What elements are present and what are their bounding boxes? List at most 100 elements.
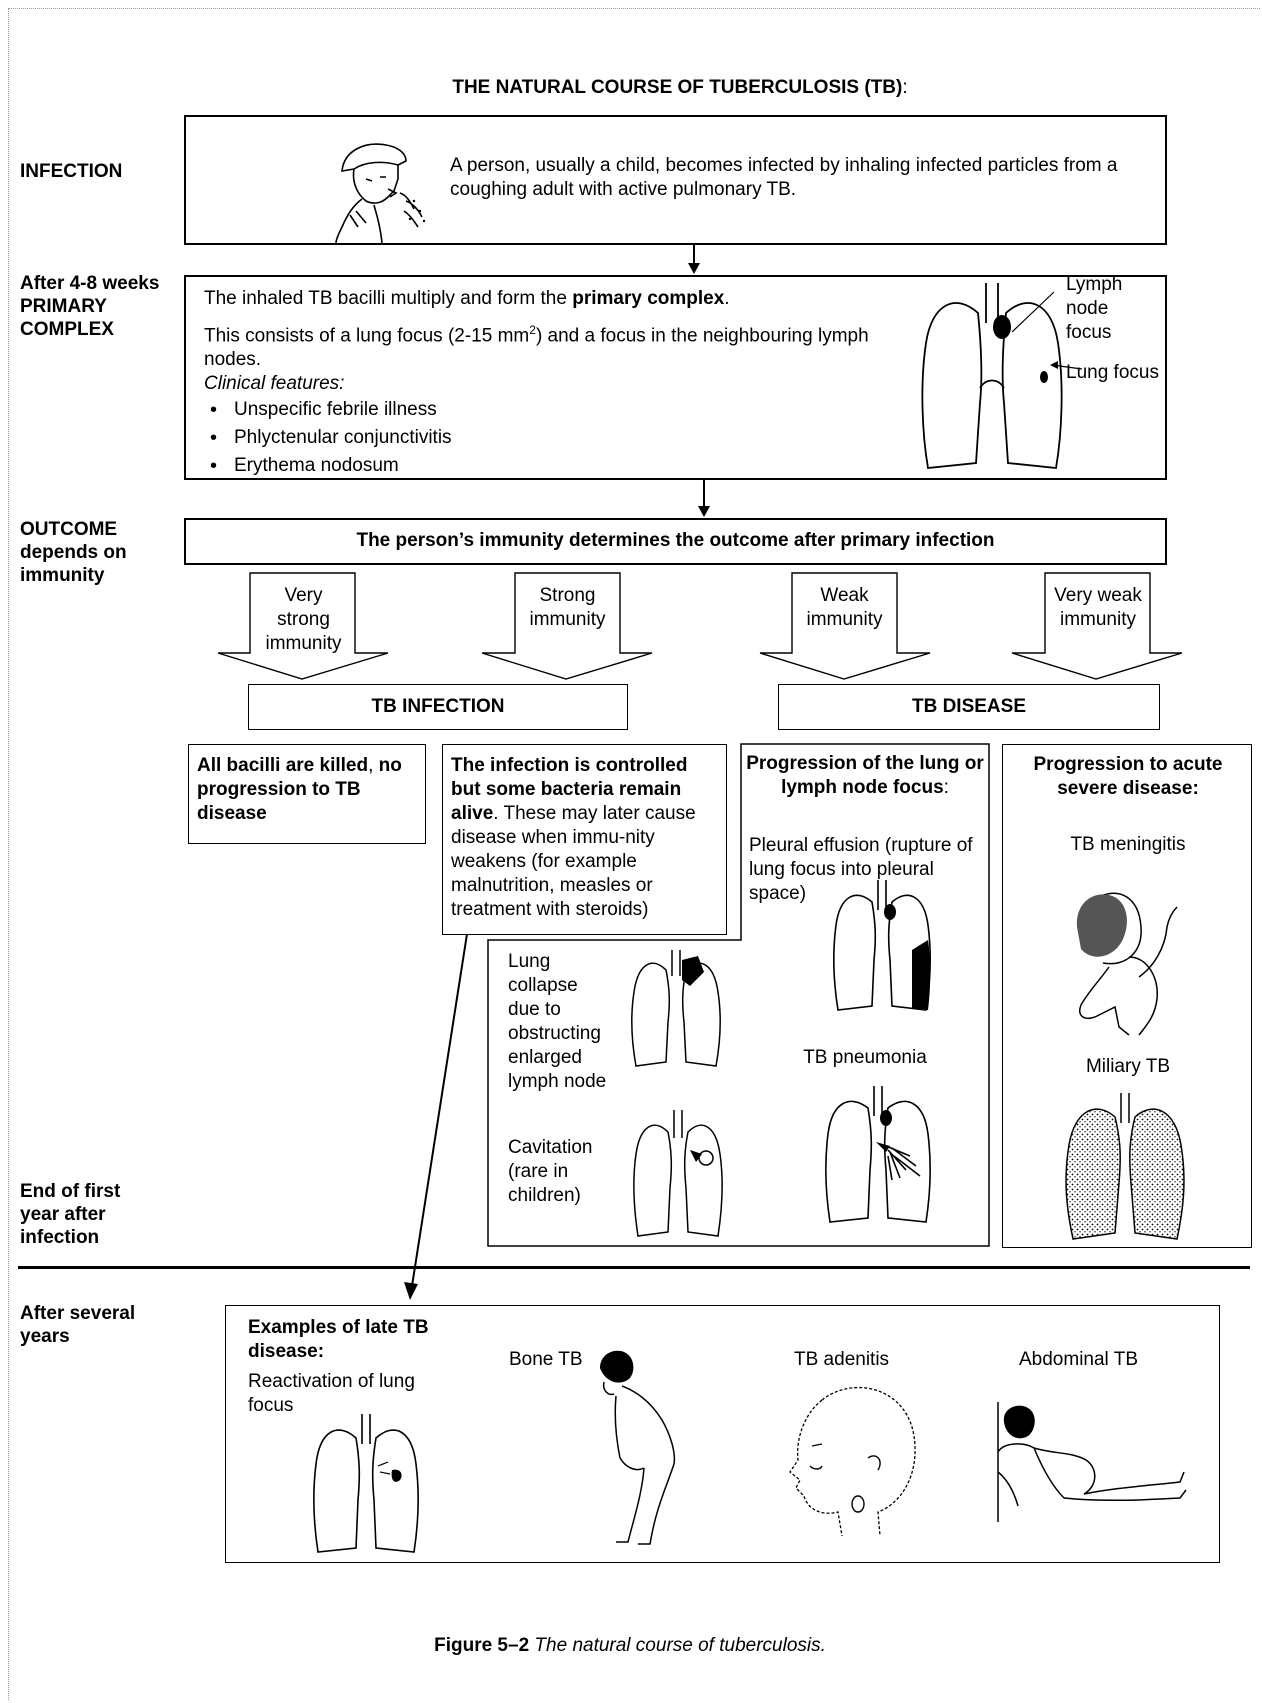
primary-line2-end: ) and a focus in the neighbouring lymph …: [204, 325, 869, 371]
timeline-divider: [18, 1266, 1250, 1269]
killed-comma: ,: [368, 755, 374, 776]
tb-pneumonia-lungs-image: [825, 1086, 931, 1223]
infection-text: A person, usually a child, becomes infec…: [450, 155, 1118, 200]
late-heading: Examples of late TB disease:: [248, 1317, 429, 1362]
immunity-very-weak: Very weak immunity: [1043, 584, 1153, 632]
progression-outline: [487, 743, 990, 1247]
infection-controlled-box: The infection is controlled but some bac…: [442, 744, 727, 935]
stage-several-line: years: [20, 1326, 70, 1347]
immunity-very-strong: Very strong immunity: [251, 584, 356, 656]
stage-primary-line: After 4-8 weeks: [20, 273, 160, 294]
arrow-label-line: strong: [277, 609, 330, 630]
late-disease-arrow: [404, 933, 468, 1300]
list-item: Erythema nodosum: [204, 452, 904, 480]
tb-adenitis-text: TB adenitis: [794, 1349, 890, 1370]
abdominal-tb-person-image: [997, 1402, 1187, 1522]
arrow-label-line: immunity: [1059, 609, 1136, 630]
killed-bold: All bacilli are killed: [197, 755, 369, 776]
stage-outcome-line: OUTCOME: [20, 519, 118, 540]
label-line: focus: [1066, 322, 1112, 343]
reactivation-lungs-image: [313, 1414, 419, 1553]
stage-end-line: year after: [20, 1204, 106, 1225]
tb-adenitis-head-image: [789, 1386, 916, 1537]
flow-arrow: [688, 245, 700, 274]
pleural-effusion-text: Pleural effusion (rupture of lung focus …: [749, 835, 973, 904]
primary-line1-end: .: [724, 288, 730, 309]
pleural-effusion-lungs-image: [833, 880, 931, 1011]
clinical-features-label: Clinical features:: [204, 373, 345, 395]
collapse-line: due to: [508, 999, 561, 1020]
collapse-line: collapse: [508, 975, 578, 996]
caption-label: Figure 5–2: [434, 1635, 530, 1656]
miliary-tb-lungs-image: [1065, 1093, 1185, 1240]
clinical-features-list: Unspecific febrile illness Phlyctenular …: [204, 396, 904, 480]
progression-heading: Progression of the lung or lymph node fo…: [745, 752, 985, 800]
cavitation-line: children): [508, 1185, 581, 1206]
collapse-line: obstructing: [508, 1023, 601, 1044]
tb-disease-box: TB DISEASE: [778, 684, 1160, 730]
title-colon: :: [902, 77, 908, 98]
miliary-tb-text: Miliary TB: [1085, 1056, 1171, 1077]
cavitation-lungs-image: [633, 1110, 723, 1237]
primary-line2-sup: 2: [529, 323, 536, 337]
immunity-arrows: [217, 572, 1183, 680]
tb-infection-label: TB INFECTION: [371, 696, 505, 717]
outcome-text: The person’s immunity determines the out…: [356, 530, 995, 551]
tb-meningitis-text: TB meningitis: [1070, 834, 1186, 855]
immunity-strong: Strong immunity: [515, 584, 620, 632]
primary-line1: The inhaled TB bacilli multiply and form…: [204, 288, 573, 309]
progression-heading-text: Progression of the lung or lymph node fo…: [746, 753, 984, 798]
arrow-label-line: Very: [284, 585, 323, 606]
tb-infection-box: TB INFECTION: [248, 684, 628, 730]
stage-end-first-year: End of first year after infection: [20, 1180, 120, 1249]
stage-several-line: After several: [20, 1303, 136, 1324]
bone-tb-child-image: [600, 1350, 676, 1545]
collapse-line: enlarged: [508, 1047, 582, 1068]
tb-disease-label: TB DISEASE: [911, 696, 1027, 717]
cavitation-line: (rare in: [508, 1161, 569, 1182]
flow-arrow: [698, 480, 710, 517]
stage-primary: After 4-8 weeks PRIMARY COMPLEX: [20, 272, 159, 341]
list-item: Phlyctenular conjunctivitis: [204, 424, 904, 452]
stage-primary-line: COMPLEX: [20, 319, 114, 340]
controlled-text: . These may later cause disease when imm…: [451, 803, 696, 920]
acute-heading: Progression to acute severe disease:: [1033, 754, 1223, 799]
collapse-line: Lung: [508, 951, 551, 972]
reactivation-text: Reactivation of lung focus: [248, 1370, 415, 1418]
killed-bold-2: no progression to TB disease: [197, 755, 402, 824]
controlled-bold: The infection is controlled but some bac…: [451, 755, 688, 824]
immunity-weak: Weak immunity: [792, 584, 897, 632]
stage-end-line: infection: [20, 1227, 100, 1248]
arrow-label-line: Weak: [820, 585, 869, 606]
reactivation-line: Reactivation of lung: [248, 1371, 415, 1392]
label-lung-focus: Lung focus: [1066, 362, 1159, 383]
primary-complex-box: The inhaled TB bacilli multiply and form…: [184, 273, 1167, 480]
cavitation-text: Cavitation (rare in children): [508, 1136, 593, 1208]
bone-tb-text: Bone TB: [509, 1349, 583, 1370]
arrow-label-line: Very weak: [1054, 585, 1142, 606]
stage-outcome: OUTCOME depends on immunity: [20, 518, 127, 587]
label-lymph-node-focus: Lymph node focus: [1066, 273, 1165, 345]
reactivation-line: focus: [248, 1395, 294, 1416]
label-line: Lymph node: [1066, 274, 1123, 319]
stage-outcome-line: immunity: [20, 565, 105, 586]
lung-collapse-image: [631, 950, 721, 1067]
title-main: THE NATURAL COURSE OF TUBERCULOSIS (TB): [452, 77, 903, 98]
late-disease-box: Examples of late TB disease: Reactivatio…: [225, 1305, 1220, 1563]
stage-primary-line: PRIMARY: [20, 296, 107, 317]
stage-infection: INFECTION: [20, 161, 123, 182]
primary-complex-lungs-image: [921, 283, 1063, 469]
tb-meningitis-child-image: [1076, 892, 1178, 1036]
collapse-line: lymph node: [508, 1071, 607, 1092]
progression-heading-colon: :: [943, 777, 949, 798]
stage-outcome-line: depends on: [20, 542, 127, 563]
abdominal-tb-text: Abdominal TB: [1019, 1349, 1138, 1370]
arrow-label-line: immunity: [529, 609, 606, 630]
outcome-box: The person’s immunity determines the out…: [184, 518, 1167, 565]
figure-caption: Figure 5–2 The natural course of tubercu…: [180, 1634, 1080, 1658]
arrow-label-line: immunity: [265, 633, 342, 654]
caption-text: The natural course of tuberculosis.: [529, 1635, 826, 1656]
primary-complex-term: primary complex: [572, 288, 725, 309]
page-frame: [8, 8, 1260, 1700]
primary-text: The inhaled TB bacilli multiply and form…: [204, 287, 904, 480]
